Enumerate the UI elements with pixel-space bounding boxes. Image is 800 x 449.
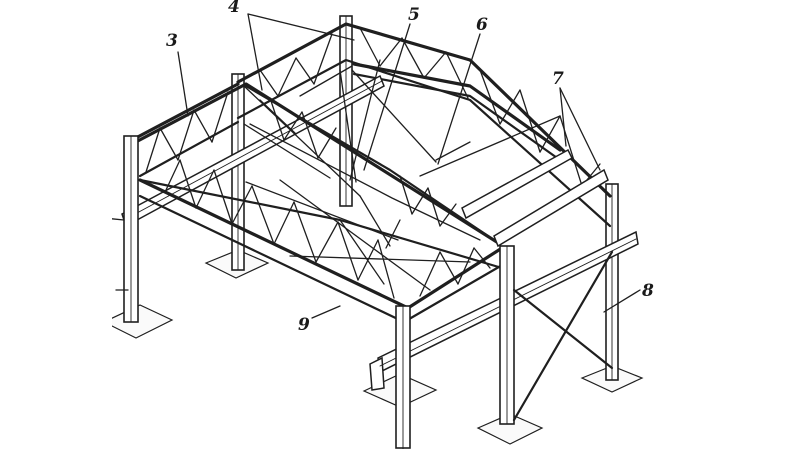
truss-back-top-chord xyxy=(236,22,612,198)
truss-front-lower-chord xyxy=(138,178,504,310)
truss-left xyxy=(130,82,240,178)
label-9: 9 xyxy=(298,315,310,335)
base-plate-front-left xyxy=(112,304,174,339)
frame-drawing: 1 2 3 4 5 6 7 8 9 xyxy=(112,0,654,449)
truss-back-web xyxy=(259,27,601,187)
leader-lines xyxy=(112,13,641,319)
label-4: 4 xyxy=(228,0,240,17)
right-margin xyxy=(672,0,800,449)
label-6: 6 xyxy=(476,15,488,35)
label-8: 8 xyxy=(641,281,654,301)
truss-left-bottom xyxy=(138,120,240,178)
left-margin xyxy=(0,0,112,449)
truss-mid-top xyxy=(244,84,502,246)
label-5: 5 xyxy=(408,5,420,25)
truss-front-lower-chord2 xyxy=(138,194,506,324)
roof-bracing xyxy=(243,59,437,197)
back-frame xyxy=(231,15,619,381)
truss-front xyxy=(130,82,506,324)
truss-back-bottom-chord xyxy=(236,58,612,228)
purlins xyxy=(419,115,609,248)
vertical-bracing xyxy=(512,250,614,422)
label-3: 3 xyxy=(166,31,178,51)
purlin-lower xyxy=(493,168,609,248)
truss-front-top xyxy=(130,82,502,246)
callout-labels: 1 2 3 4 5 6 7 8 9 xyxy=(166,0,654,335)
front-columns xyxy=(123,135,515,449)
roof-girder-back-lower xyxy=(352,72,562,162)
purlin-inner xyxy=(419,115,561,177)
truss-mid-bottom xyxy=(249,123,481,241)
runway-beam-end xyxy=(369,356,385,391)
steel-frame-diagram: 1 2 3 4 5 6 7 8 9 xyxy=(112,0,672,449)
label-7: 7 xyxy=(552,69,564,89)
truss-left-top xyxy=(130,82,240,142)
purlin-upper xyxy=(461,148,573,220)
